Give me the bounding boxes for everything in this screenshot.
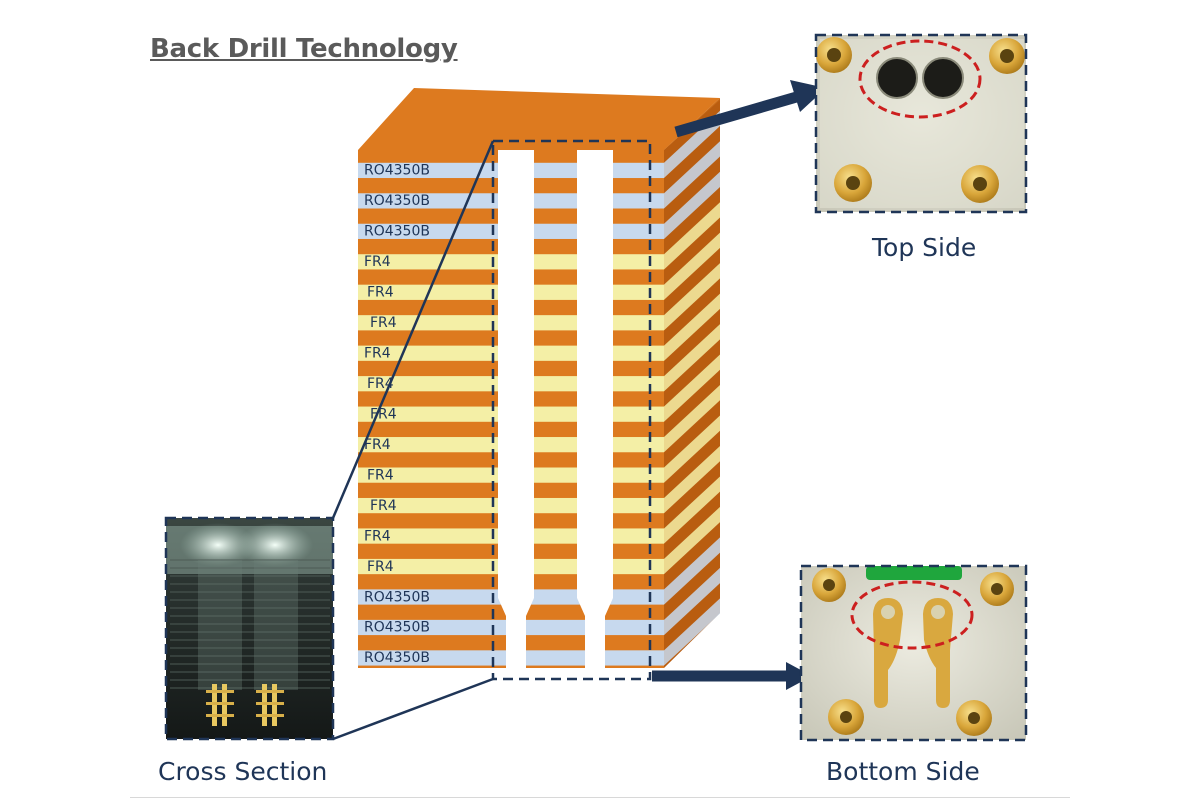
layer-label: FR4 <box>367 285 394 301</box>
via-pad <box>816 37 852 73</box>
layer-label: FR4 <box>364 528 391 544</box>
dielectric-side <box>664 171 720 239</box>
stack-top-face <box>358 88 720 150</box>
layer-label: RO4350B <box>364 650 430 666</box>
dielectric-side <box>664 263 720 331</box>
layer-label: RO4350B <box>364 620 430 636</box>
cross-section-via-right <box>254 560 298 690</box>
cross-section-via-left <box>198 560 242 690</box>
dielectric-side <box>664 476 720 544</box>
cross-section-photo <box>164 516 335 741</box>
dielectric-side <box>664 293 720 361</box>
arrow-right-icon <box>652 662 812 690</box>
layer-label: FR4 <box>364 254 391 270</box>
dielectric-side <box>664 141 720 209</box>
via-pad <box>956 700 992 736</box>
via-pad <box>980 572 1014 606</box>
dielectric-side <box>664 354 720 422</box>
layer-label: FR4 <box>370 406 397 422</box>
drill-hole-left <box>498 150 534 668</box>
trace-pad-left <box>873 598 903 708</box>
cross-section-caption: Cross Section <box>158 757 328 786</box>
connector-line-top <box>331 140 495 519</box>
layer-label: RO4350B <box>364 163 430 179</box>
layer-label: FR4 <box>370 315 397 331</box>
drill-hole-right <box>577 150 613 668</box>
via-pad <box>834 164 872 202</box>
via-pad <box>812 568 846 602</box>
dielectric-side <box>664 537 720 605</box>
dielectric-side <box>664 567 720 636</box>
layer-labels: RO4350BRO4350BRO4350BFR4FR4FR4FR4FR4FR4F… <box>364 163 430 667</box>
layer-label: RO4350B <box>364 589 430 605</box>
layer-label: RO4350B <box>364 193 430 209</box>
highlight-circle <box>850 580 974 650</box>
dielectric-side <box>664 415 720 483</box>
bottom-photo-frame <box>799 564 1028 742</box>
layer-label: FR4 <box>364 437 391 453</box>
dielectric-side <box>664 598 720 666</box>
bottom-side-photo <box>799 564 1028 742</box>
top-side-photo <box>814 33 1028 214</box>
bottom-side-caption: Bottom Side <box>826 757 980 786</box>
top-side-caption: Top Side <box>872 233 977 262</box>
dielectric-side <box>664 324 720 392</box>
layer-label: FR4 <box>370 498 397 514</box>
back-drilled-hole <box>876 57 918 99</box>
dielectric-side <box>664 445 720 514</box>
highlight-circle <box>858 39 982 119</box>
layer-label: FR4 <box>364 346 391 362</box>
cross-section-plating <box>206 684 284 726</box>
back-drilled-hole <box>922 57 964 99</box>
solder-mask-strip <box>866 566 962 580</box>
dielectric-side <box>664 232 720 300</box>
bottom-divider <box>130 797 1070 798</box>
layer-label: FR4 <box>367 467 394 483</box>
trace-pad-right <box>923 598 953 708</box>
page-title: Back Drill Technology <box>150 34 458 64</box>
connector-line-bottom <box>332 677 494 741</box>
stack-right-face <box>664 100 720 668</box>
dielectric-side <box>664 202 720 270</box>
layer-label: FR4 <box>367 559 394 575</box>
via-pad <box>828 699 864 735</box>
dielectric-side <box>664 506 720 575</box>
dielectric-side <box>664 385 720 453</box>
top-photo-frame <box>814 33 1028 214</box>
via-pad <box>961 165 999 203</box>
cross-section-layers <box>170 559 330 689</box>
via-pad <box>989 38 1025 74</box>
cross-section-frame <box>164 516 335 741</box>
drill-holes <box>498 150 613 668</box>
layer-label: RO4350B <box>364 224 430 240</box>
stack-focus-box <box>491 139 652 681</box>
